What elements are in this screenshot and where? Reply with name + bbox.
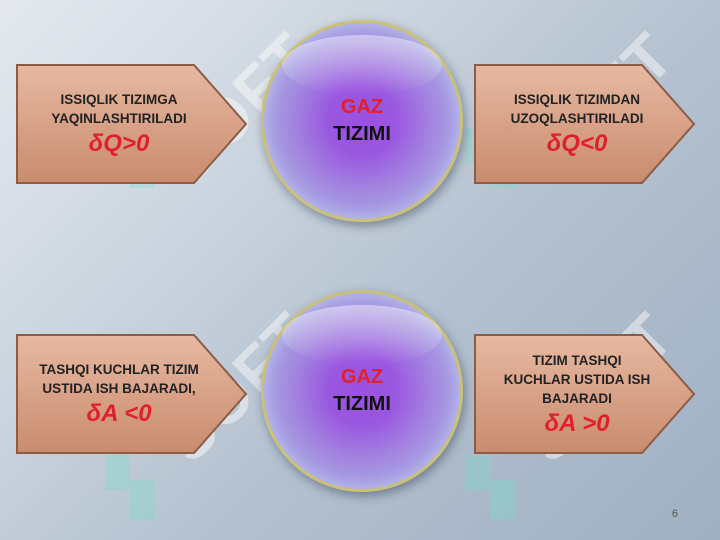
arrow-shape bbox=[474, 64, 696, 184]
circle-word-tizimi: TIZIMI bbox=[333, 123, 391, 145]
arrow-shape bbox=[474, 334, 696, 454]
arrow-shape bbox=[16, 64, 248, 184]
gas-system-circle: GAZ TIZIMI bbox=[261, 290, 463, 492]
arrow-caption: USTIDA ISH BAJARADI, bbox=[42, 381, 196, 396]
arrow-caption: YAQINLASHTIRILADI bbox=[51, 111, 187, 126]
arrow-caption: UZOQLASHTIRILADI bbox=[510, 111, 644, 126]
arrow-caption: BAJARADI bbox=[542, 390, 612, 406]
watermark-logo-icon bbox=[465, 455, 515, 520]
heat-negative-formula: δQ<0 bbox=[546, 130, 608, 157]
arrow-caption: ISSIQLIK TIZIMGA bbox=[60, 92, 178, 107]
circle-word-tizimi: TIZIMI bbox=[333, 393, 391, 415]
work-on-system-arrow: TASHQI KUCHLAR TIZIM USTIDA ISH BAJARADI… bbox=[14, 332, 250, 456]
gas-system-circle: GAZ TIZIMI bbox=[261, 20, 463, 222]
heat-added-arrow: ISSIQLIK TIZIMGA YAQINLASHTIRILADI δQ>0 bbox=[14, 62, 250, 186]
arrow-caption: TIZIM TASHQI bbox=[532, 352, 622, 368]
heat-removed-arrow: ISSIQLIK TIZIMDAN UZOQLASHTIRILADI δQ<0 bbox=[472, 62, 708, 186]
watermark-logo-icon bbox=[105, 455, 155, 520]
heat-positive-formula: δQ>0 bbox=[88, 130, 150, 157]
work-negative-formula: δA <0 bbox=[86, 400, 152, 427]
circle-word-gaz: GAZ bbox=[340, 366, 384, 388]
work-positive-formula: δA >0 bbox=[544, 409, 610, 437]
arrow-shape bbox=[16, 334, 248, 454]
work-by-system-arrow: TIZIM TASHQI KUCHLAR USTIDA ISH BAJARADI… bbox=[472, 332, 708, 456]
page-number: 6 bbox=[671, 508, 678, 520]
arrow-caption: ISSIQLIK TIZIMDAN bbox=[514, 92, 640, 107]
circle-word-gaz: GAZ bbox=[340, 96, 384, 118]
arrow-caption: TASHQI KUCHLAR TIZIM bbox=[39, 362, 199, 377]
arrow-caption: KUCHLAR USTIDA ISH bbox=[503, 371, 651, 387]
